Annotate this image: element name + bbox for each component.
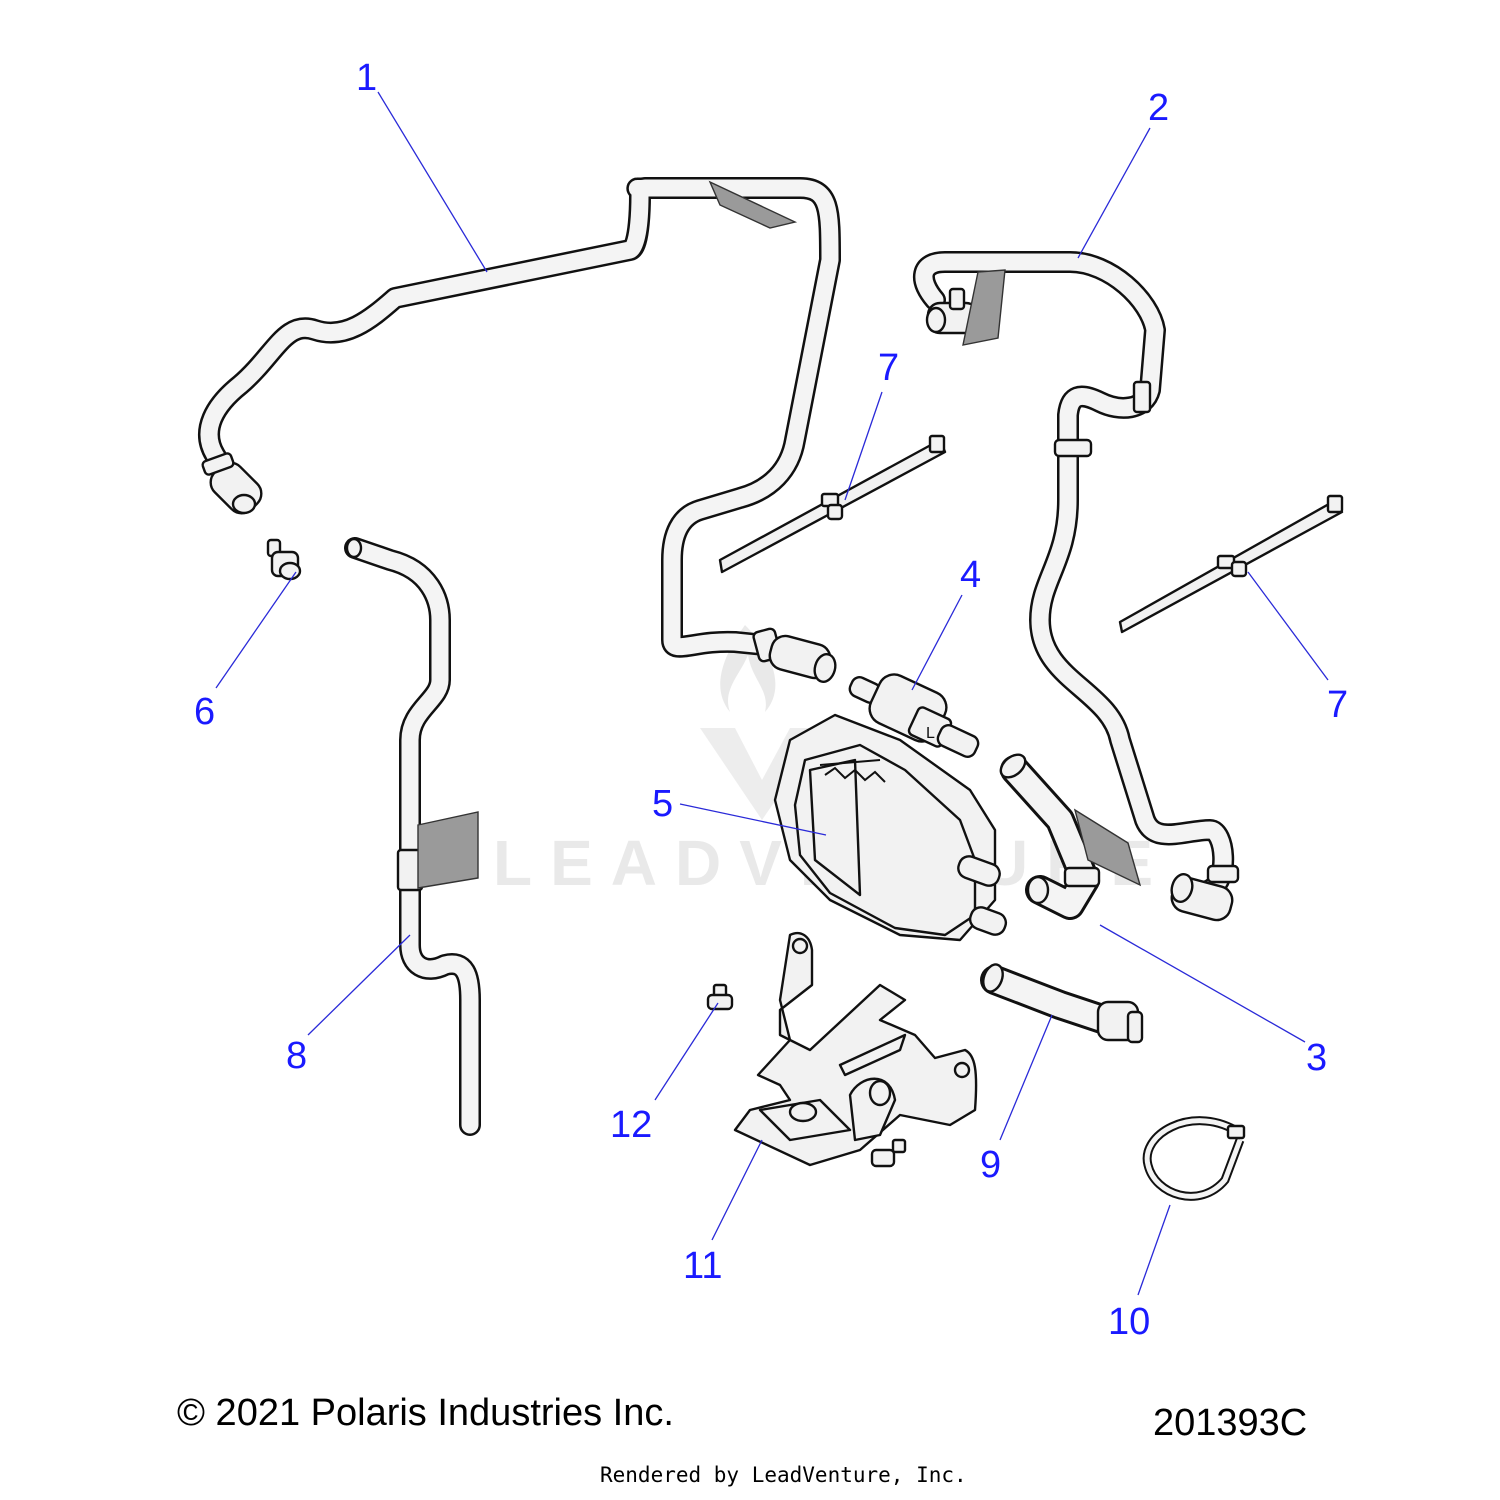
callout-3: 3 <box>1306 1037 1327 1079</box>
part-2-vent-tube <box>912 251 1240 922</box>
tube-8-label-tag <box>417 811 479 889</box>
leader-11 <box>711 1139 763 1241</box>
part-9-hose <box>980 963 1144 1044</box>
leader-7b <box>1247 571 1329 681</box>
callout-6: 6 <box>194 691 215 733</box>
callout-11: 11 <box>683 1245 722 1287</box>
leader-5 <box>679 803 827 836</box>
render-credit: Rendered by LeadVenture, Inc. <box>600 1463 967 1487</box>
part-3-elbow-hose <box>999 753 1142 920</box>
leader-2 <box>1077 127 1151 259</box>
leader-4 <box>911 594 963 691</box>
callout-7a: 7 <box>878 347 899 389</box>
callout-2: 2 <box>1148 87 1169 129</box>
callout-9: 9 <box>980 1144 1001 1186</box>
part-8-vent-tube <box>344 537 481 1136</box>
part-7-cable-tie <box>718 434 947 574</box>
part-10-hose-clamp <box>1142 1116 1246 1201</box>
svg-text:L: L <box>926 725 935 742</box>
leader-8 <box>307 934 411 1036</box>
part-1-vent-tube <box>198 177 841 683</box>
hose-3-label-tag <box>1073 808 1142 887</box>
leader-12 <box>654 1002 719 1101</box>
callout-labels: 1 2 3 4 5 6 7 7 8 9 10 11 12 <box>194 57 1348 1343</box>
tube-2-clamp <box>1053 438 1093 458</box>
leader-6 <box>215 571 297 689</box>
leader-lines <box>215 91 1329 1296</box>
leader-9 <box>999 1014 1053 1141</box>
callout-8: 8 <box>286 1035 307 1077</box>
part-7-cable-tie-right <box>1118 494 1344 634</box>
callout-7b: 7 <box>1327 684 1348 726</box>
leader-3 <box>1099 924 1306 1043</box>
leader-1 <box>377 91 488 273</box>
part-11-bracket <box>733 931 978 1168</box>
callout-5: 5 <box>652 783 673 825</box>
part-12-bolt <box>706 983 734 1011</box>
copyright-notice: © 2021 Polaris Industries Inc. <box>177 1392 674 1434</box>
callout-1: 1 <box>356 57 377 99</box>
tube-1-clamp <box>201 452 235 476</box>
tube-1-label-tag <box>708 180 798 229</box>
part-4-vent-valve: L <box>848 673 980 758</box>
part-5-canister <box>773 713 1008 942</box>
tube-2-label-tag <box>962 269 1006 346</box>
drawing-number: 201393C <box>1153 1402 1308 1444</box>
callout-10: 10 <box>1108 1301 1150 1343</box>
part-6-fitting <box>266 538 302 581</box>
callout-12: 12 <box>610 1104 652 1146</box>
leader-10 <box>1137 1204 1171 1296</box>
leader-7a <box>844 391 883 501</box>
callout-4: 4 <box>960 554 981 596</box>
